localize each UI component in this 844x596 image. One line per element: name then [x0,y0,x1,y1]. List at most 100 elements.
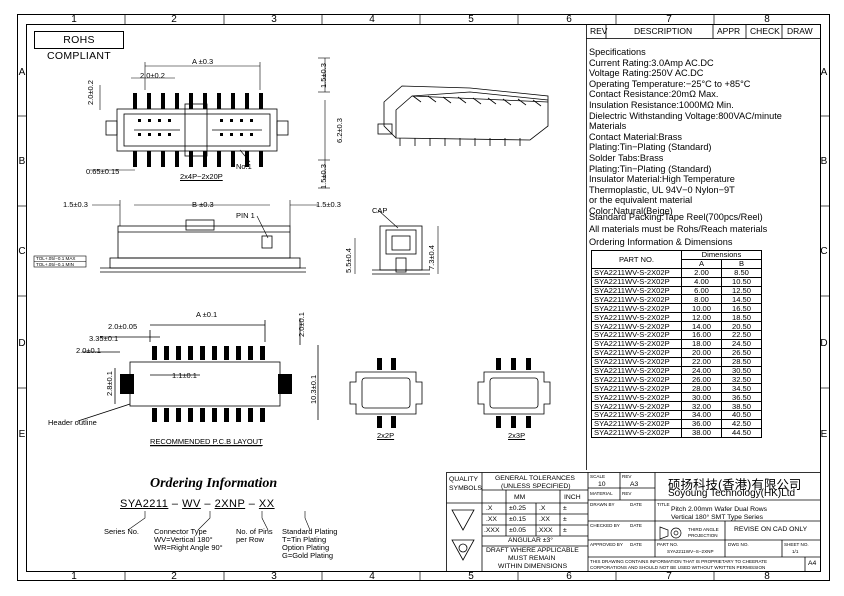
zone-col-2: 2 [171,14,177,25]
dim-55: 5.5±0.4 [344,248,353,273]
company-en: Soyoung Technology(HK)Ltd [668,488,796,499]
checked-label: CHECKED BY [590,523,620,528]
dim-b-cell: 22.50 [721,330,762,340]
dim-b-cell: 44.50 [721,427,762,438]
dim-15-bot: 1.5±0.3 [319,164,328,189]
zone-col-8-b: 8 [764,571,770,582]
spec-line: Plating:Tin−Plating (Standard) [589,142,712,153]
spec-line: Thermoplastic, UL 94V−0 Nylon−9T [589,184,735,195]
dim-pcb-a: A ±0.1 [196,310,218,319]
spec-line: Current Rating:3.0Amp AC.DC [589,57,714,68]
ordering-dims-title: Ordering Information & Dimensions [589,237,733,247]
zone-col-6-b: 6 [566,571,572,582]
part-number-cell: SYA2211WV-S-2X02P [591,410,682,420]
plating-label: Standard Plating [282,527,338,536]
dim-065: 0.65±0.15 [86,167,120,176]
cap-label: CAP [372,206,388,215]
dim-side-15l: 1.5±0.3 [63,200,88,209]
zone-row-b-r: B [820,156,828,167]
unless-label: (UNLESS SPECIFIED) [501,483,571,490]
dim-a-cell: 12.00 [681,312,722,323]
part-number-cell: SYA2211WV-S-2X02P [591,330,682,340]
dim-b-cell: 8.50 [721,267,762,278]
dim-pcb-20: 2.0±0.1 [76,346,101,355]
zone-col-4: 4 [369,14,375,25]
title-label: TITLE [657,502,670,507]
dim-b-cell: 34.50 [721,383,762,394]
rohs-label: ROHS COMPLIANT [47,34,111,62]
dim-side-b: B ±0.3 [192,200,214,209]
dim-b-cell: 32.50 [721,374,762,385]
dim-b-cell: 40.50 [721,410,762,420]
zone-col-6: 6 [566,14,572,25]
code-type: WV [182,498,201,510]
title-block [446,472,821,572]
tol-row-3-a: .XXX [484,527,500,534]
spec-line: Voltage Rating:250V AC.DC [589,68,704,79]
rohs-badge: ROHS COMPLIANT [34,31,124,62]
spec-line: Materials [589,121,627,132]
sheet-value: 1/1 [792,549,799,554]
code-plating: XX [258,498,275,510]
zone-row-b: B [18,156,26,167]
ordering-table: PART NO. Dimensions A B SYA2211WV-S-2X02… [591,250,762,438]
company-cn: 硕扬科技(香港)有限公司 [668,478,802,492]
ordering-code: SYA2211 – WV – 2XNP – XX [120,498,275,510]
scale-label: SCALE [590,474,606,479]
dim-pcb-335: 3.35±0.1 [89,334,119,343]
pins-label-2: per Row [236,535,264,544]
end-view [372,225,430,275]
spec-line: Contact Resistance:20mΩ Max. [589,89,719,100]
part-number-cell: SYA2211WV-S-2X02P [591,321,682,332]
zone-col-4-b: 4 [369,571,375,582]
zone-row-e-r: E [820,429,828,440]
part-number-cell: SYA2211WV-S-2X02P [591,303,682,314]
proprietary-line-2: CORPORATIONS AND SHOULD NOT BE USED WITH… [590,565,766,570]
zone-row-d: D [18,338,26,349]
dim-a-top: A ±0.3 [192,57,214,66]
dim-a-cell: 4.00 [681,276,722,287]
part-number-cell: SYA2211WV-S-2X02P [591,267,682,278]
zone-col-5: 5 [468,14,474,25]
spec-line: or the equivalent material [589,195,693,206]
zone-row-e: E [18,429,26,440]
title-line-1: Pitch 2.00mm Wafer Dual Rows [671,506,768,513]
dim-b-cell: 20.50 [721,321,762,332]
approved-label: APPROVED BY [590,542,623,547]
drawn-date-label: DATE [630,502,642,507]
view-2x3p [477,371,551,415]
zone-col-8: 8 [764,14,770,25]
dim-a-cell: 6.00 [681,285,722,296]
dim-a-cell: 2.00 [681,267,722,278]
part-number-cell: SYA2211WV-S-2X02P [591,276,682,287]
dim-pitch: 2.0±0.2 [140,71,165,80]
check-label: CHECK [750,26,780,36]
draft-line-3: WITHIN DIMENSIONS [498,563,568,570]
zone-col-1-b: 1 [71,571,77,582]
header-b: B [721,258,762,269]
part-number-cell: SYA2211WV-S-2X02P [591,285,682,296]
tol-row-3-c: .XXX [537,527,553,534]
dim-b-cell: 30.50 [721,365,762,376]
dim-a-cell: 8.00 [681,294,722,305]
tol-row-1-a: .X [486,505,493,512]
part-number-cell: SYA2211WV-S-2X02P [591,383,682,394]
mm-label: MM [514,494,526,501]
option-label: Option Plating [282,543,330,552]
part-number-cell: SYA2211WV-S-2X02P [591,356,682,367]
dim-a-cell: 18.00 [681,338,722,349]
dim-pcb-20r: 2.0±0.1 [297,312,306,337]
series-label: Series No. [104,527,140,536]
